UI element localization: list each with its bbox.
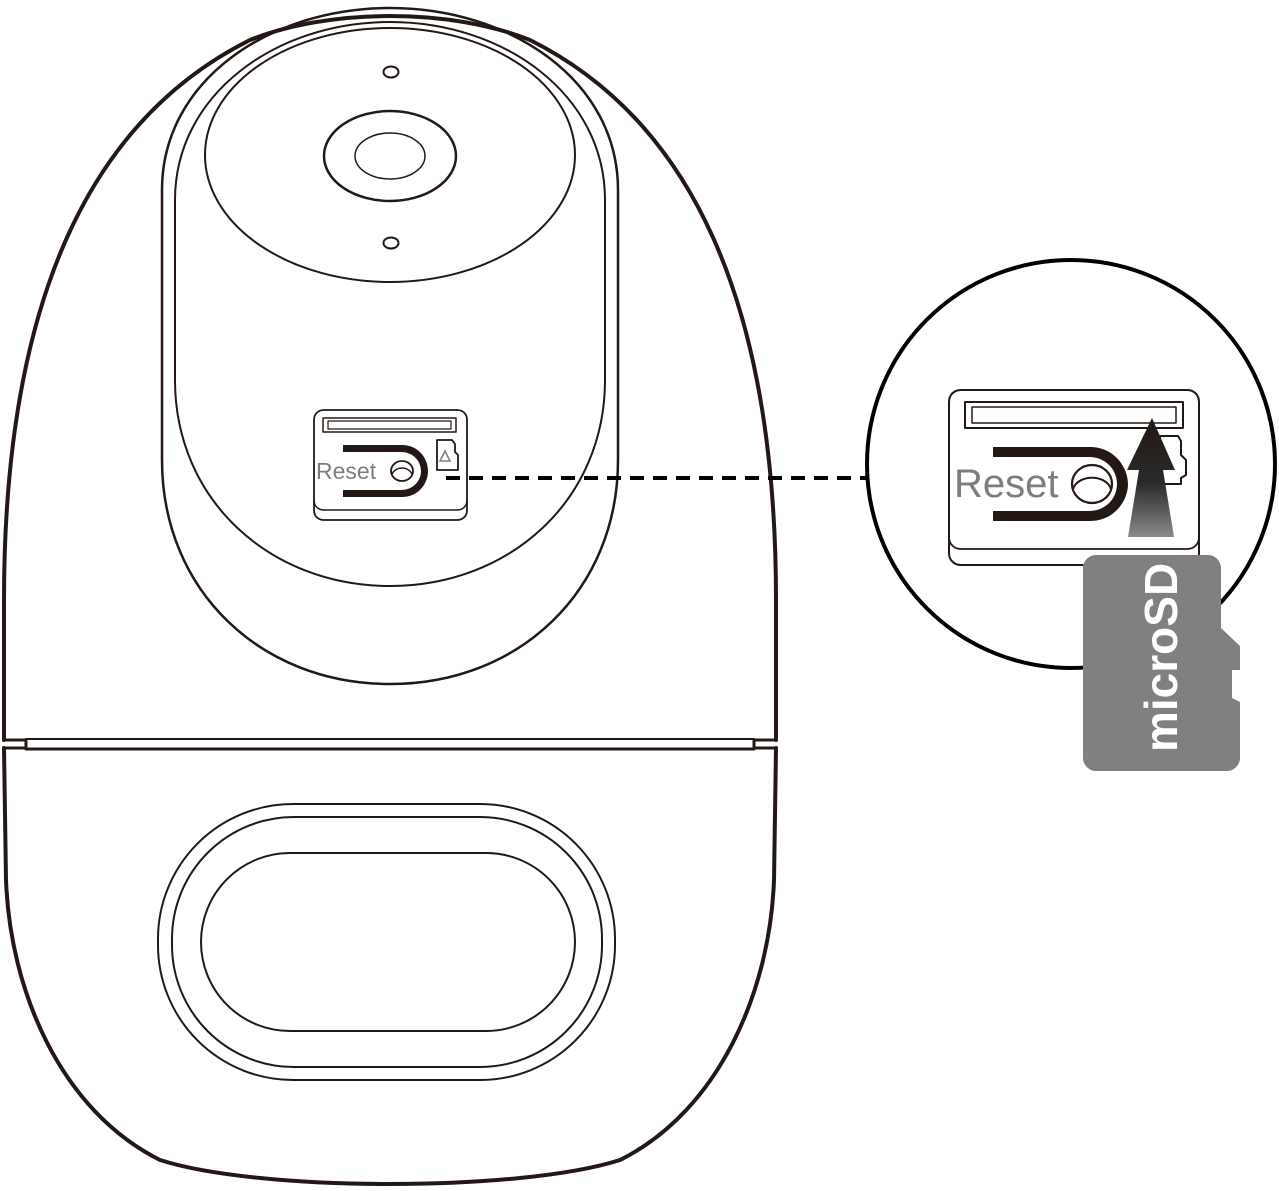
arrow-up-icon [1127, 418, 1175, 537]
indicator-light-top [382, 65, 400, 79]
lens-face [204, 27, 576, 283]
base-window [157, 803, 616, 1081]
lens-icon [354, 132, 426, 180]
zoom-reset-label: Reset [954, 462, 1059, 506]
camera-slot-panel: Reset [313, 409, 468, 521]
camera-reset-label: Reset [316, 458, 377, 484]
sd-card-icon [436, 439, 459, 471]
camera-head [160, 6, 620, 686]
microsd-card: microSD [1083, 555, 1240, 771]
reset-button-icon [343, 445, 428, 497]
indicator-light-bottom [382, 236, 400, 250]
camera-body [2, 14, 778, 1186]
lens-outer-ring [322, 109, 458, 203]
zoom-slot-panel: Reset [948, 389, 1200, 566]
zoom-reset-button-icon [993, 447, 1128, 521]
microsd-label: microSD [1135, 563, 1187, 752]
